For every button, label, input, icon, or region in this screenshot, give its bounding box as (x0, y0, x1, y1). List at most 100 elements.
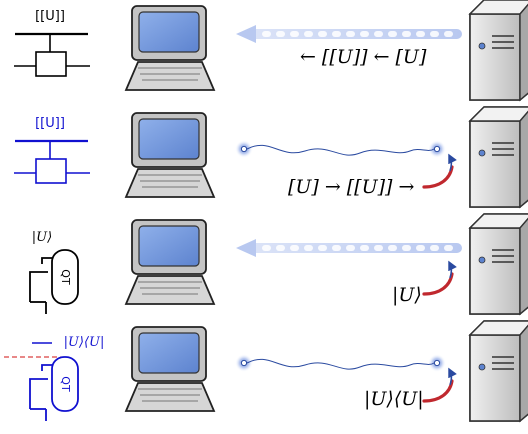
beam-segment (304, 31, 313, 37)
beam-segment (318, 31, 327, 37)
row-4: |U⟩⟨U| QT |U⟩⟨U| (4, 320, 528, 423)
gate-label: [[U]] (35, 116, 65, 131)
snake-top (41, 364, 52, 371)
return-arrow-curve (422, 272, 454, 296)
laptop-screen (138, 11, 200, 53)
return-arrow-curve (422, 165, 454, 189)
server-side (519, 217, 528, 316)
return-arrow-head (448, 260, 457, 279)
beam-segment (262, 31, 271, 37)
quantum-channel-line (235, 354, 446, 372)
wavy-line (246, 144, 435, 156)
server-icon (468, 213, 528, 316)
return-arrow-head (448, 153, 457, 172)
endpoint-left (240, 145, 248, 153)
snake-wire-left (29, 378, 48, 409)
return-arrow-icon (422, 153, 457, 189)
return-arrow-curve (422, 379, 454, 403)
qt-text: QT (59, 376, 72, 392)
return-arrow-head (448, 367, 457, 386)
server-front (469, 334, 521, 422)
beam-segment (346, 31, 355, 37)
laptop-base (124, 168, 216, 198)
server-top (468, 320, 528, 336)
beam-segment (402, 31, 411, 37)
row-1: [[U]] ← [[U]] ← [U] (14, 0, 528, 102)
gate-label: [[U]] (35, 9, 65, 24)
server-front (469, 227, 521, 315)
beam-segment (444, 245, 453, 251)
return-arrow-icon (422, 260, 457, 296)
laptop-screen (138, 332, 200, 374)
beam-segment (276, 245, 285, 251)
beam-segment (416, 31, 425, 37)
beam-segment (332, 31, 341, 37)
caption-part: ← (374, 46, 390, 68)
qt-text: QT (59, 269, 72, 285)
beam-segment (304, 245, 313, 251)
laptop-base (124, 61, 216, 91)
laptop-screen (138, 225, 200, 267)
beam-segment (276, 31, 285, 37)
server-side (519, 324, 528, 423)
channel-caption: ← [[U]] ← [U] (300, 46, 427, 68)
beam-segment (262, 245, 271, 251)
gate-box (35, 158, 67, 184)
endpoint-right (433, 145, 441, 153)
laptop-base (124, 382, 216, 412)
beam-segment (374, 31, 383, 37)
laptop-icon (124, 219, 216, 305)
endpoint-right (433, 359, 441, 367)
beam-head (236, 239, 256, 257)
beam-segment (416, 245, 425, 251)
beam-head (236, 25, 256, 43)
caption-part: |U⟩⟨U| (364, 388, 424, 410)
beam-segment (290, 245, 299, 251)
server-led (478, 42, 486, 50)
gate-label: |U⟩⟨U| (64, 335, 105, 350)
gate-label: |U⟩ (32, 230, 52, 245)
caption-part: |U⟩ (392, 284, 422, 306)
server-led (478, 256, 486, 264)
server-top (468, 106, 528, 122)
beam-segment (332, 245, 341, 251)
server-side (519, 3, 528, 102)
beam-segment (388, 31, 397, 37)
snake-top (41, 257, 52, 264)
beam-segment (360, 245, 369, 251)
caption-part: → (398, 176, 414, 198)
server-icon (468, 106, 528, 209)
server-top (468, 0, 528, 15)
gate-box (35, 51, 67, 77)
beam-segment (290, 31, 299, 37)
caption-part: ← (300, 46, 316, 68)
server-led (478, 149, 486, 157)
endpoint-left (240, 359, 248, 367)
row-3: |U⟩ QT |U⟩ (29, 213, 528, 316)
server-front (469, 120, 521, 208)
classical-beam-arrow (236, 25, 462, 43)
snake-wire-left (29, 271, 48, 302)
beam-segment (346, 245, 355, 251)
qt-box (51, 249, 79, 305)
caption-part: [[U]] (322, 46, 368, 68)
laptop-icon (124, 326, 216, 412)
caption-part: [U] (396, 46, 427, 68)
caption-part: → (325, 176, 341, 198)
channel-caption: |U⟩⟨U| (364, 388, 424, 410)
laptop-icon (124, 112, 216, 198)
return-arrow-icon (422, 367, 457, 403)
beam-segment (374, 245, 383, 251)
beam-segment (388, 245, 397, 251)
channel-caption: [U]→[[U]]→ (288, 176, 414, 198)
beam-segment (402, 245, 411, 251)
wavy-line (246, 358, 435, 370)
beam-segment (360, 31, 369, 37)
beam-segment (318, 245, 327, 251)
server-led (478, 363, 486, 371)
row-2: [[U]][U]→[[U]]→ (14, 106, 528, 209)
caption-part: [[U]] (347, 176, 393, 198)
classical-beam-arrow (236, 239, 462, 257)
